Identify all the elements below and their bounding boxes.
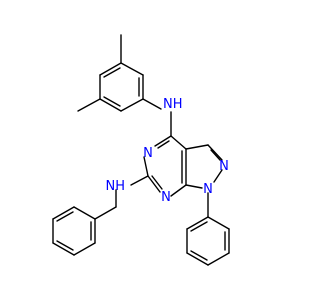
bond <box>73 206 96 220</box>
atom-label-n-pyrazole-2: N <box>219 159 229 174</box>
methyl-bond <box>77 98 101 112</box>
bond <box>103 96 121 107</box>
bond <box>190 221 208 232</box>
bond <box>99 98 122 112</box>
atom-label-n-pyrimidine-upper: N <box>143 146 153 161</box>
bond <box>154 135 172 147</box>
bond <box>52 242 75 256</box>
pyrazolopyrimidine-core <box>143 135 223 197</box>
bond <box>73 242 96 256</box>
dimethylphenyl-ring <box>77 34 144 112</box>
bond <box>170 184 187 197</box>
bond <box>130 175 149 186</box>
bond <box>147 175 161 193</box>
bond <box>185 184 203 189</box>
benzyl-ring <box>52 206 96 256</box>
bond <box>142 98 162 110</box>
bond <box>210 149 221 161</box>
atom-label-nh-benzyl: NH <box>106 179 126 194</box>
bond <box>120 98 144 112</box>
bond <box>52 206 75 220</box>
bond <box>213 169 223 183</box>
bond <box>99 62 122 76</box>
bond <box>207 252 230 266</box>
bond <box>56 211 74 222</box>
bond <box>170 135 187 150</box>
bond <box>157 140 170 149</box>
bond <box>186 216 209 230</box>
bond <box>120 62 144 76</box>
bond <box>207 144 223 161</box>
molecule-svg: NH N N NH N N <box>52 34 230 266</box>
bond <box>56 240 74 251</box>
structure-drawing: NH N N NH N N <box>52 34 230 266</box>
phenyl-ring <box>186 216 230 266</box>
atom-label-n-pyrazole-1: N <box>203 182 213 197</box>
bond <box>190 250 208 261</box>
bond <box>94 206 117 220</box>
bond <box>185 144 209 150</box>
bond <box>207 216 230 230</box>
bond <box>143 156 149 177</box>
atom-label-n-pyrimidine-lower: N <box>161 190 171 205</box>
atom-label-nh-aryl: NH <box>163 97 183 112</box>
bond <box>151 175 163 190</box>
bond <box>103 67 121 78</box>
bond <box>186 252 209 266</box>
